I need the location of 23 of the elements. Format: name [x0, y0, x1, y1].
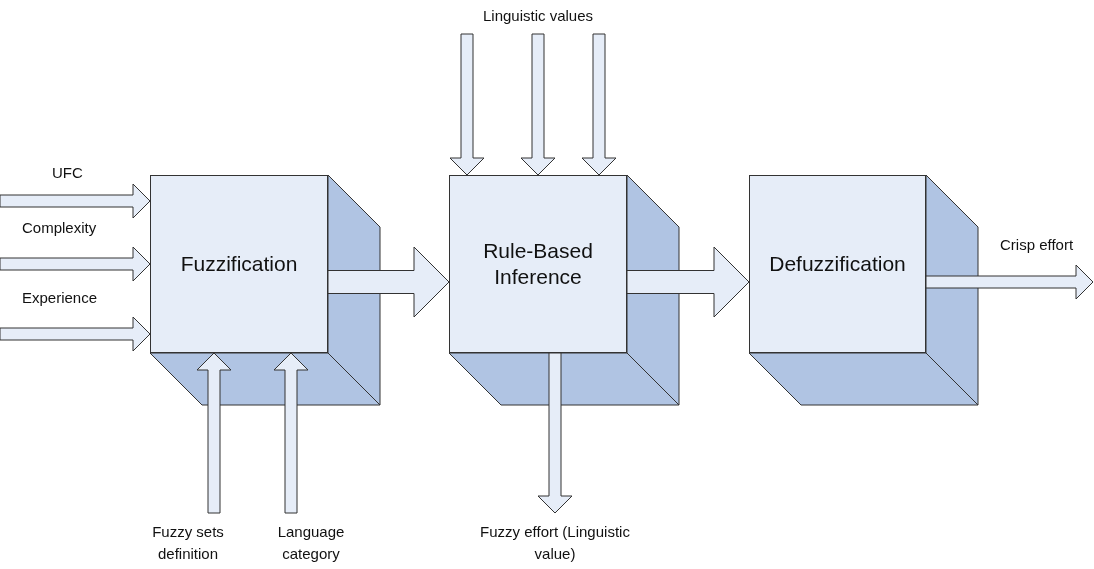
input-label: Fuzzy sets definition	[133, 521, 243, 565]
process-box: Fuzzification	[150, 175, 328, 353]
block-arrow	[925, 264, 1094, 300]
edge-label: UFC	[52, 164, 83, 182]
block-arrow	[0, 183, 151, 219]
edge-label: Crisp effort	[1000, 236, 1074, 254]
block-arrow	[537, 352, 573, 514]
input-label: Linguistic values	[470, 6, 606, 26]
block-arrow	[273, 352, 309, 514]
block-arrow	[520, 33, 556, 176]
input-label: Language category	[258, 521, 364, 565]
block-arrow	[0, 316, 151, 352]
edge-label: Complexity	[22, 219, 97, 237]
block-arrow	[449, 33, 485, 176]
process-box: Defuzzification	[749, 175, 926, 353]
input-label: Fuzzy effort (Linguistic value)	[470, 521, 640, 565]
block-arrow	[626, 246, 750, 318]
block-arrow	[0, 246, 151, 282]
block-arrow	[581, 33, 617, 176]
block-arrow	[196, 352, 232, 514]
process-box: Rule-Based Inference	[449, 175, 627, 353]
edge-label: Experience	[22, 289, 98, 307]
block-arrow	[327, 246, 450, 318]
